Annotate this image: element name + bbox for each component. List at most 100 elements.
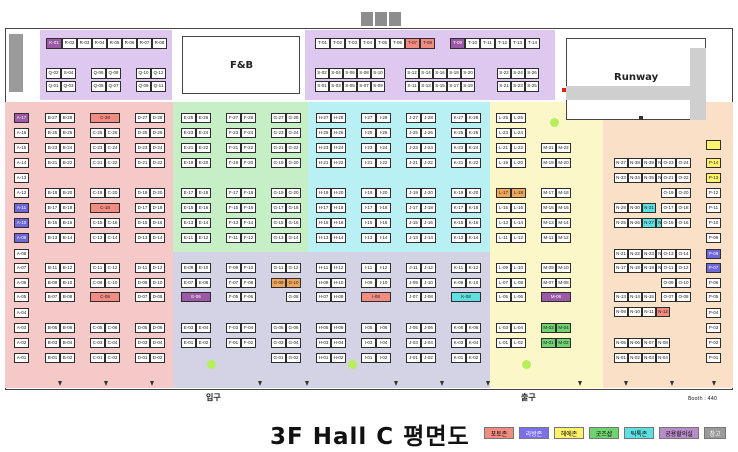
booth-l09[interactable]: L-09 [496,263,511,273]
booth-g18[interactable]: G-18 [286,203,301,213]
booth-k26[interactable]: K-26 [466,128,481,138]
booth-e12[interactable]: E-12 [196,233,211,243]
booth-e08[interactable]: E-08 [196,278,211,288]
booth-e07[interactable]: E-07 [181,278,196,288]
booth-j05[interactable]: J-05 [406,323,421,333]
booth-a08[interactable]: A-08 [14,249,29,259]
booth-h11[interactable]: H-11 [316,263,331,273]
booth-g03[interactable]: G-03 [271,338,286,348]
booth-g09[interactable]: G-09 [271,278,286,288]
booth-e24[interactable]: E-24 [196,128,211,138]
booth-f19[interactable]: F-19 [226,158,241,168]
booth-e13[interactable]: E-13 [181,218,196,228]
booth-s19[interactable]: S-19 [461,81,475,92]
booth-i17[interactable]: I-17 [361,203,376,213]
booth-h02[interactable]: H-02 [331,353,346,363]
booth-h15[interactable]: H-15 [316,218,331,228]
booth-n13[interactable]: N-13 [614,292,628,302]
booth-i02[interactable]: I-02 [376,353,391,363]
booth-m22[interactable]: M-22 [556,143,571,153]
booth-f13[interactable]: F-13 [226,218,241,228]
booth-n11[interactable]: N-11 [642,307,656,317]
booth-c16[interactable]: C-16 [105,218,120,228]
booth-h18[interactable]: H-18 [331,203,346,213]
booth-q02[interactable]: Q-02 [46,68,61,79]
booth-k16[interactable]: K-16 [466,218,481,228]
booth-q07[interactable]: Q-07 [106,81,121,92]
booth-k03[interactable]: K-03 [451,338,466,348]
booth-g02[interactable]: G-02 [286,353,301,363]
booth-a06[interactable]: A-06 [14,278,29,288]
booth-k11[interactable]: K-11 [451,263,466,273]
booth-k17[interactable]: K-17 [451,203,466,213]
booth-g04[interactable]: G-04 [286,338,301,348]
booth-d05[interactable]: D-05 [135,323,150,333]
booth-f14[interactable]: F-14 [241,218,256,228]
booth-t11[interactable]: T-11 [480,38,495,49]
booth-s21[interactable]: S-21 [497,81,511,92]
booth-o09[interactable]: O-09 [661,278,676,288]
booth-j11[interactable]: J-11 [406,263,421,273]
booth-b02[interactable]: B-02 [60,353,75,363]
booth-i10[interactable]: I-10 [376,278,391,288]
booth-o12[interactable]: O-12 [676,263,691,273]
booth-p13[interactable]: P-13 [706,173,721,183]
booth-m01[interactable]: M-01 [541,338,556,348]
booth-l15[interactable]: L-15 [496,203,511,213]
booth-f24[interactable]: F-24 [241,128,256,138]
booth-c25[interactable]: C-25 [90,128,105,138]
booth-e04[interactable]: E-04 [196,323,211,333]
booth-i14[interactable]: I-14 [376,233,391,243]
booth-p01[interactable]: P-01 [706,353,721,363]
booth-g16[interactable]: G-16 [286,218,301,228]
booth-a10[interactable]: A-10 [14,218,29,228]
booth-g23[interactable]: G-23 [271,128,286,138]
booth-r08[interactable]: R-08 [152,38,167,49]
booth-n29[interactable]: N-29 [614,203,628,213]
booth-j14[interactable]: J-14 [421,233,436,243]
booth-o16[interactable]: O-16 [676,218,691,228]
booth-b13[interactable]: B-13 [45,233,60,243]
booth-o13[interactable]: O-13 [661,249,676,259]
booth-t03[interactable]: T-03 [345,38,360,49]
booth-c03[interactable]: C-03 [90,338,105,348]
booth-c18[interactable]: C-18 [90,203,120,213]
booth-o15[interactable]: O-15 [661,218,676,228]
booth-d28[interactable]: D-28 [150,113,165,123]
booth-k05[interactable]: K-05 [451,323,466,333]
booth-a04[interactable]: A-04 [14,308,29,318]
booth-o20[interactable]: O-20 [676,188,691,198]
booth-l20[interactable]: L-20 [511,158,526,168]
booth-q08[interactable]: Q-08 [106,68,121,79]
booth-n01[interactable]: N-01 [614,353,628,363]
booth-j28[interactable]: J-28 [421,113,436,123]
booth-b22[interactable]: B-22 [60,158,75,168]
booth-b28[interactable]: B-28 [60,113,75,123]
booth-s26[interactable]: S-26 [525,68,539,79]
booth-a03[interactable]: A-03 [14,323,29,333]
booth-k12[interactable]: K-12 [466,263,481,273]
booth-d21[interactable]: D-21 [135,158,150,168]
booth-f12[interactable]: F-12 [241,233,256,243]
booth-b15[interactable]: B-15 [45,218,60,228]
booth-i05[interactable]: I-05 [361,323,376,333]
booth-f02[interactable]: F-02 [241,338,256,348]
booth-h10[interactable]: H-10 [331,278,346,288]
booth-j21[interactable]: J-21 [406,158,421,168]
booth-s13[interactable]: S-13 [419,81,433,92]
booth-f03[interactable]: F-03 [226,323,241,333]
booth-f06[interactable]: F-06 [241,292,256,302]
booth-a14[interactable]: A-14 [14,158,29,168]
booth-o19[interactable]: O-19 [661,188,676,198]
booth-p03[interactable]: P-03 [706,323,721,333]
booth-g05[interactable]: G-05 [271,323,286,333]
booth-c05[interactable]: C-05 [90,323,105,333]
booth-n10[interactable]: N-10 [628,307,642,317]
booth-s22[interactable]: S-22 [497,68,511,79]
booth-j26[interactable]: J-26 [421,128,436,138]
booth-p08[interactable]: P-08 [706,249,721,259]
booth-j27[interactable]: J-27 [406,113,421,123]
booth-f21[interactable]: F-21 [226,143,241,153]
booth-l02[interactable]: L-02 [511,338,526,348]
booth-e21[interactable]: E-21 [181,143,196,153]
